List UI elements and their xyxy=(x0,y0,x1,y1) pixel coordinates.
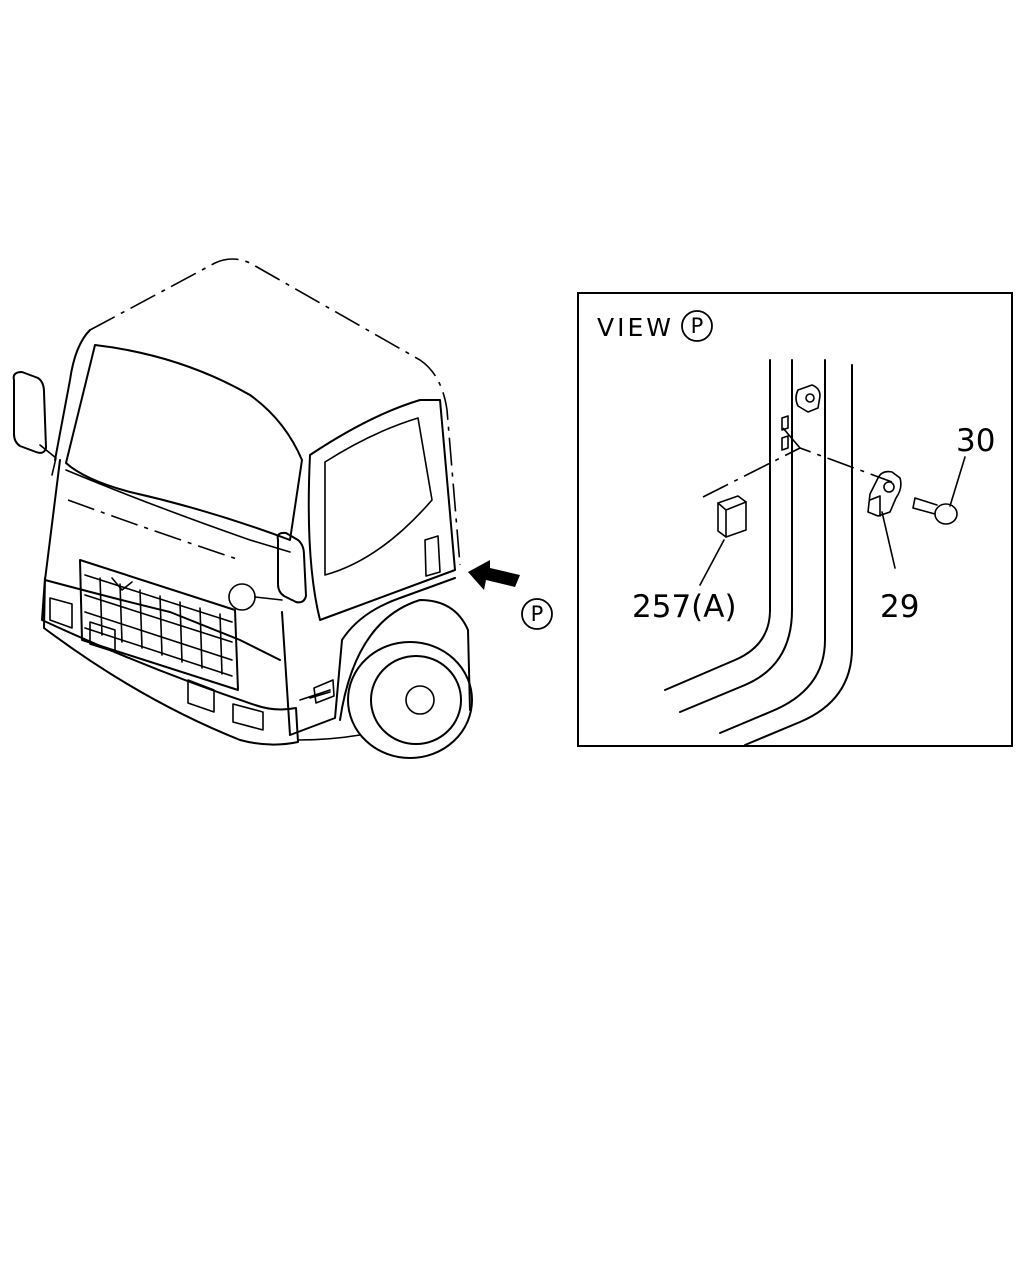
part-257a-clip xyxy=(699,495,747,586)
part-30-screw xyxy=(912,456,966,525)
callout-29-label: 29 xyxy=(880,589,919,625)
view-marker-letter: P xyxy=(531,602,544,626)
callout-257a-label: 257(A) xyxy=(632,589,737,625)
detail-view-box: VIEW P xyxy=(577,292,1013,747)
truck-cab-illustration xyxy=(12,258,520,759)
detail-view-title: VIEW xyxy=(597,313,674,342)
view-marker-callout: P xyxy=(521,598,553,630)
callout-30-label: 30 xyxy=(956,423,995,459)
part-29-stopper xyxy=(867,470,902,569)
detail-view-marker: P xyxy=(691,314,704,338)
